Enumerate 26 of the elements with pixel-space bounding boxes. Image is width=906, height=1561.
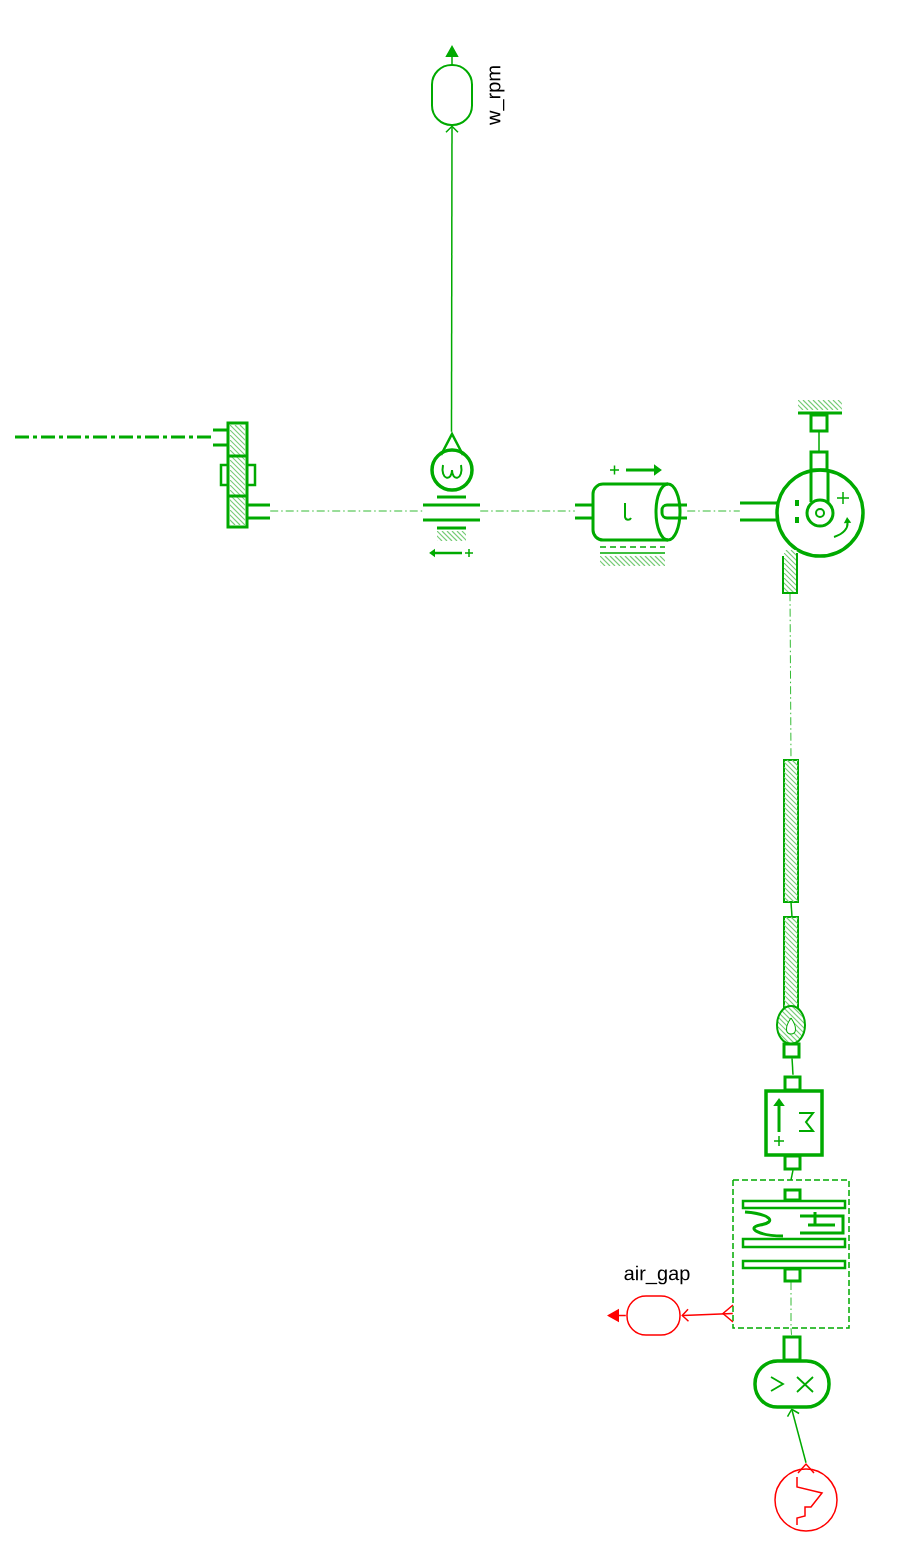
connection-line xyxy=(15,435,213,439)
inertia-drawing xyxy=(575,464,687,566)
port-label: air_gap xyxy=(624,1265,690,1285)
sensor-port xyxy=(753,1335,831,1409)
connection-line xyxy=(790,1169,794,1181)
signal-arrow xyxy=(786,1408,807,1464)
connection-line xyxy=(790,901,793,918)
component-block xyxy=(721,1179,850,1329)
component-symbol xyxy=(774,1462,838,1532)
component-block xyxy=(764,1075,824,1171)
component-block xyxy=(213,421,270,529)
sensor-port xyxy=(431,64,473,126)
connection-line xyxy=(686,510,741,512)
sensor-port xyxy=(626,1295,681,1336)
signal-arrow xyxy=(681,1308,734,1322)
connection-line xyxy=(791,1057,794,1076)
connection-line xyxy=(479,510,576,512)
connection-line xyxy=(790,1327,792,1336)
component-symbol xyxy=(423,431,480,558)
signal-arrow xyxy=(445,125,459,433)
signal-arrow xyxy=(445,45,459,66)
rod-drawing xyxy=(783,759,799,903)
rod-drawing xyxy=(776,916,806,1059)
component-symbol xyxy=(740,400,865,594)
connection-line xyxy=(269,510,424,512)
port-label: w_rpm xyxy=(489,66,505,126)
